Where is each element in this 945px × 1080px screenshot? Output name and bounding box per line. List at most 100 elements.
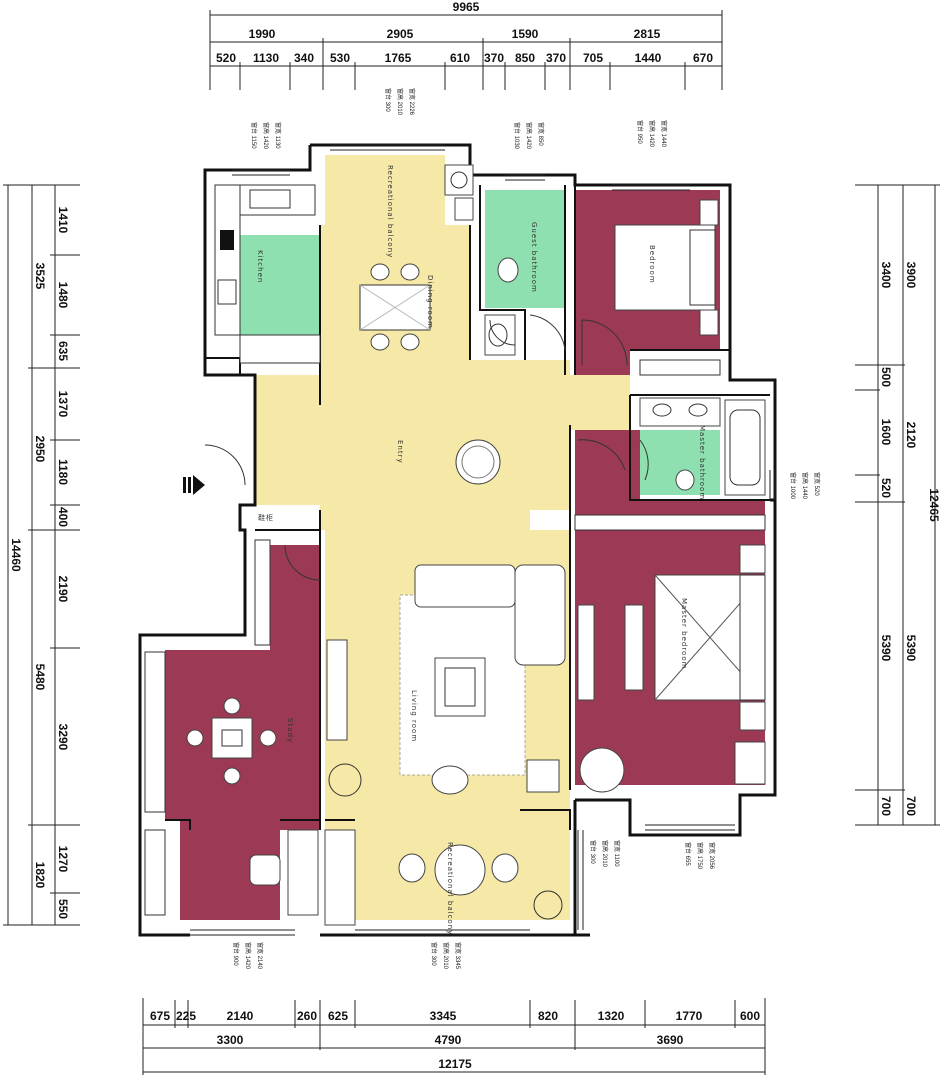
window-spec-bath-top: 窗宽 850 窗高 1420 窗台 1030 [513, 122, 545, 150]
left-dim-2: 2950 [33, 436, 47, 463]
right-subdim-6: 700 [879, 796, 893, 816]
left-subdim-1: 1410 [56, 207, 70, 234]
svg-text:窗高 1420: 窗高 1420 [244, 942, 252, 970]
top-subdim-2: 1130 [253, 51, 279, 65]
left-subdim-6: 400 [56, 507, 70, 527]
bottom-subdim-2: 225 [176, 1009, 196, 1023]
window-spec-bed-top: 窗宽 1440 窗高 1420 窗台 950 [636, 120, 668, 148]
top-dim-4: 2815 [634, 27, 661, 41]
bottom-dim-2: 4790 [435, 1033, 462, 1047]
top-dim-2: 2905 [387, 27, 414, 41]
top-subdim-8: 850 [515, 51, 535, 65]
top-dim-1: 1990 [249, 27, 276, 41]
top-subdim-3: 340 [294, 51, 314, 65]
door-swings [204, 314, 649, 581]
room-label-bedroom: Bedroom [648, 245, 656, 284]
svg-text:窗高 2010: 窗高 2010 [601, 840, 609, 868]
right-dim-1: 3900 [904, 262, 918, 289]
svg-text:窗高 1420: 窗高 1420 [648, 120, 656, 148]
right-subdim-4: 520 [879, 478, 893, 498]
svg-text:窗宽 2140: 窗宽 2140 [256, 942, 264, 970]
bottom-dim-3: 3690 [657, 1033, 684, 1047]
svg-text:窗宽 1100: 窗宽 1100 [613, 840, 621, 867]
svg-text:窗台 900: 窗台 900 [232, 942, 240, 966]
balcony-table [324, 829, 563, 926]
bottom-subdim-9: 1770 [676, 1009, 703, 1023]
svg-text:窗宽 2056: 窗宽 2056 [708, 842, 716, 870]
bottom-subdim-5: 625 [328, 1009, 348, 1023]
top-subdim-4: 530 [330, 51, 350, 65]
right-dim-4: 700 [904, 796, 918, 816]
top-subdim-5: 1765 [385, 51, 412, 65]
left-total-dim: 14460 [9, 538, 23, 572]
top-subdim-10: 705 [583, 51, 603, 65]
bottom-total-dim: 12175 [438, 1057, 472, 1071]
svg-text:窗台 950: 窗台 950 [636, 120, 644, 144]
room-label-master-bathroom: Master bathroom [698, 425, 706, 500]
bottom-subdim-1: 675 [150, 1009, 170, 1023]
left-subdim-8: 3290 [56, 724, 70, 751]
top-subdim-12: 670 [693, 51, 713, 65]
left-subdim-3: 635 [56, 341, 70, 361]
svg-text:窗宽 520: 窗宽 520 [813, 472, 821, 496]
svg-text:窗台 1150: 窗台 1150 [250, 122, 258, 149]
bedroom-bed [614, 199, 721, 376]
bottom-subdim-4: 260 [297, 1009, 317, 1023]
kitchen-counter [214, 184, 321, 364]
right-subdim-5: 5390 [879, 635, 893, 662]
right-subdim-2: 500 [879, 367, 893, 387]
left-dim-1: 3525 [33, 263, 47, 290]
svg-text:窗高 2010: 窗高 2010 [442, 942, 450, 970]
room-label-guest-bathroom: Guest bathroom [530, 222, 538, 293]
svg-text:窗宽 1130: 窗宽 1130 [274, 122, 282, 149]
left-dimensions [3, 184, 80, 926]
right-subdim-3: 1600 [879, 419, 893, 446]
left-dim-3: 5480 [33, 664, 47, 691]
svg-text:窗台 1030: 窗台 1030 [513, 122, 521, 150]
left-subdim-9: 1270 [56, 846, 70, 873]
balcony-appliances [444, 164, 474, 221]
inner-walls [165, 185, 770, 830]
room-label-master-bedroom: Master bedroom [680, 598, 688, 669]
round-table [455, 439, 501, 485]
window-marks [190, 144, 776, 936]
svg-text:窗高 1750: 窗高 1750 [696, 842, 704, 870]
window-spec-kitchen-top: 窗宽 1130 窗高 1420 窗台 1150 [250, 122, 282, 150]
window-spec-bottom-left: 窗宽 2140 窗高 1420 窗台 900 [232, 942, 264, 970]
svg-text:窗高 1440: 窗高 1440 [801, 472, 809, 500]
left-subdim-5: 1180 [56, 459, 70, 485]
svg-text:窗台 300: 窗台 300 [589, 840, 597, 864]
bottom-subdim-7: 820 [538, 1009, 558, 1023]
room-label-dining: Dining room [426, 275, 434, 329]
left-dim-4: 1820 [33, 862, 47, 889]
top-subdim-9: 370 [546, 51, 566, 65]
top-subdim-7: 370 [484, 51, 504, 65]
left-subdim-7: 2190 [56, 576, 70, 603]
left-subdim-2: 1480 [56, 282, 70, 309]
svg-text:窗宽 2226: 窗宽 2226 [408, 88, 416, 116]
svg-text:窗台 655: 窗台 655 [684, 842, 692, 866]
bottom-subdim-6: 3345 [430, 1009, 457, 1023]
svg-text:窗高 2010: 窗高 2010 [396, 88, 404, 116]
right-subdim-1: 3400 [879, 262, 893, 289]
top-total-dim: 9965 [453, 0, 480, 14]
living-sofa [326, 564, 566, 797]
room-label-study: Study [286, 718, 294, 743]
room-label-balcony-bottom: Recreational balcony [446, 842, 454, 935]
right-dim-2: 2120 [904, 422, 918, 449]
window-spec-bottom-right-1: 窗宽 1100 窗高 2010 窗台 300 [589, 840, 621, 868]
svg-text:窗宽 1440: 窗宽 1440 [660, 120, 668, 148]
left-subdim-10: 550 [56, 899, 70, 919]
window-spec-master-bath: 窗宽 520 窗高 1440 窗台 1000 [789, 472, 821, 500]
svg-text:窗台 1000: 窗台 1000 [789, 472, 797, 500]
bottom-dimensions [142, 998, 766, 1075]
room-label-shoes: 鞋柜 [258, 513, 274, 522]
living-area-fill [255, 155, 630, 920]
room-label-kitchen: Kitchen [256, 250, 264, 283]
study-furniture [144, 539, 319, 916]
room-label-entry: Entry [396, 440, 404, 464]
left-subdim-4: 1370 [56, 391, 70, 418]
svg-text:窗台 300: 窗台 300 [384, 88, 392, 112]
room-label-living: Living room [410, 690, 418, 742]
